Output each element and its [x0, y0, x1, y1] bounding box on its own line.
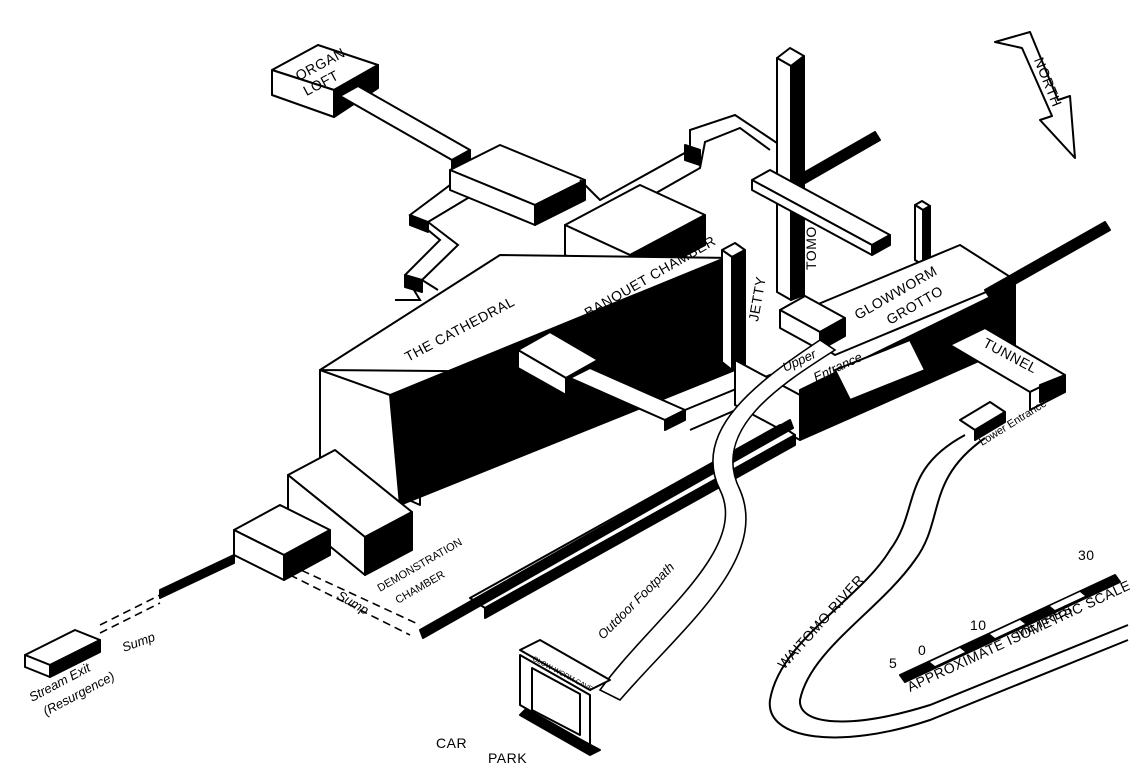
- label-waitomo-river: WAITOMO RIVER: [774, 571, 867, 672]
- waitomo-river: [768, 434, 1129, 739]
- scale-tick-0: 0: [918, 642, 926, 658]
- label-park: PARK: [488, 750, 527, 766]
- river-passage: [419, 419, 794, 639]
- label-sump-left: Sump: [120, 629, 157, 655]
- junction-block: [449, 144, 586, 226]
- glowworm-pillar: [914, 200, 931, 266]
- cathedral-block: [319, 254, 736, 506]
- lower-entrance-box: [959, 401, 1006, 441]
- jetty-pillar: [721, 242, 746, 371]
- isometric-scale-bar: [899, 574, 1121, 683]
- tunnel-block: [949, 327, 1066, 411]
- scale-tick-10: 10: [970, 617, 987, 633]
- label-tomo: TOMO: [803, 226, 819, 270]
- outdoor-footpath: [598, 339, 837, 701]
- label-sump-right: Sump: [335, 588, 372, 618]
- stream-exit-block: [24, 629, 101, 678]
- label-car: CAR: [436, 735, 467, 751]
- label-jetty: JETTY: [745, 275, 769, 323]
- demonstration-annex-block: [233, 504, 331, 581]
- east-passage: [984, 221, 1111, 299]
- organ-loft-passage: [339, 85, 471, 171]
- tomo-crossbar: [799, 131, 881, 184]
- cave-sign: [519, 639, 611, 756]
- demonstration-chamber-block: [287, 449, 413, 576]
- upper-entrance-box: [779, 295, 846, 351]
- sump-passages: [99, 554, 421, 636]
- scale-tick-5: 5: [889, 655, 897, 671]
- scale-tick-30: 30: [1078, 547, 1095, 563]
- glowworm-passage: [751, 169, 891, 256]
- north-arrow[interactable]: [994, 31, 1076, 159]
